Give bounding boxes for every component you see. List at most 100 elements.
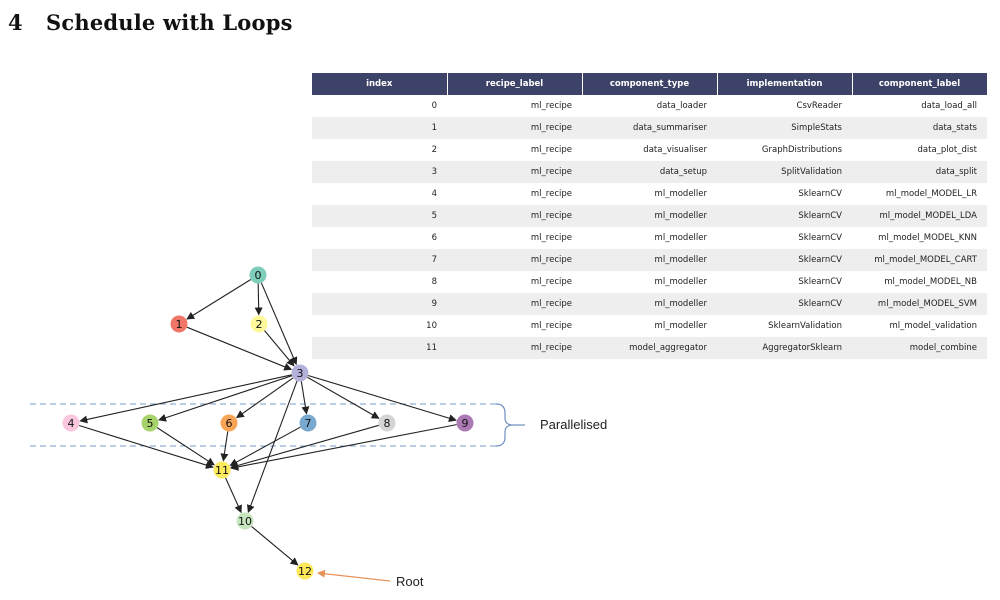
edge-5-to-11 (156, 427, 215, 466)
table-cell-recipe_label: ml_recipe (530, 101, 572, 111)
table-cell-implementation: SklearnCV (717, 205, 852, 227)
table-cell-implementation: SklearnCV (798, 189, 842, 199)
node-label: 6 (226, 417, 233, 430)
node-label: 9 (462, 417, 469, 430)
node-label: 8 (384, 417, 391, 430)
table-cell-recipe_label: ml_recipe (530, 233, 572, 243)
edge-0-to-1 (186, 279, 252, 320)
node-circle (378, 414, 396, 432)
table-cell-component_label: data_load_all (921, 101, 977, 111)
graph-node-2: 2 (250, 315, 268, 333)
table-cell-index: 1 (312, 117, 447, 139)
edge-0-to-2 (254, 283, 263, 316)
edge-9-to-11 (230, 424, 457, 471)
table-cell-index: 9 (312, 293, 447, 315)
table-cell-implementation: SklearnCV (717, 249, 852, 271)
table-cell-implementation: SplitValidation (717, 161, 852, 183)
node-label: 12 (298, 565, 312, 578)
graph-node-6: 6 (220, 414, 238, 432)
graph-node-3: 3 (291, 364, 309, 382)
table-cell-component_label: ml_model_MODEL_SVM (852, 293, 987, 315)
table-cell-recipe_label: ml_recipe (530, 321, 572, 331)
table-cell-recipe_label: ml_recipe (447, 249, 582, 271)
table-cell-index: 8 (431, 277, 437, 287)
table-cell-implementation: GraphDistributions (761, 145, 842, 155)
table-cell-component_type: ml_modeller (654, 321, 707, 331)
table-cell-index: 11 (312, 337, 447, 359)
table-cell-index: 5 (312, 205, 447, 227)
table-cell-index: 4 (431, 189, 437, 199)
graph-node-0: 0 (249, 266, 267, 284)
edge-3-to-8 (307, 376, 380, 419)
table-row: 6 ml_recipe ml_modeller SklearnCV ml_model_M… (312, 227, 987, 249)
graph-node-9: 9 (456, 414, 474, 432)
graph-node-11: 11 (213, 461, 231, 479)
table-cell-component_type: ml_modeller (654, 233, 707, 243)
node-circle (213, 461, 231, 479)
edge-0-to-3 (260, 282, 298, 366)
graph-node-10: 10 (236, 512, 254, 530)
table-cell-index: 7 (312, 249, 447, 271)
node-circle (299, 414, 317, 432)
table-cell-implementation: SimpleStats (717, 117, 852, 139)
table-cell-component_type: data_summariser (582, 117, 717, 139)
edge-3-to-9 (307, 374, 457, 423)
edge-4-to-11 (78, 425, 214, 469)
table-cell-component_label: ml_model_MODEL_KNN (878, 233, 977, 243)
edge-3-to-10 (246, 380, 298, 514)
table-cell-component_label: data_plot_dist (917, 145, 977, 155)
table-cell-index: 6 (431, 233, 437, 243)
node-label: 0 (255, 269, 262, 282)
table-cell-component_label: data_split (852, 161, 987, 183)
graph-node-7: 7 (299, 414, 317, 432)
column-header: implementation (717, 73, 853, 95)
section-title: Schedule with Loops (46, 10, 293, 35)
table-cell-index: 2 (431, 145, 437, 155)
edge-2-to-3 (264, 330, 295, 367)
node-circle (250, 315, 268, 333)
node-circle (236, 512, 254, 530)
table-cell-component_label: ml_model_MODEL_LDA (852, 205, 987, 227)
edge-10-to-12 (251, 526, 299, 566)
table-cell-component_label: ml_model_MODEL_LR (885, 189, 977, 199)
table-cell-index: 0 (431, 101, 437, 111)
graph-node-4: 4 (62, 414, 80, 432)
table-cell-component_label: ml_model_MODEL_CART (852, 249, 987, 271)
node-label: 3 (297, 367, 304, 380)
table-cell-component_label: ml_model_MODEL_NB (884, 277, 977, 287)
node-circle (141, 414, 159, 432)
table-cell-implementation: SklearnCV (798, 277, 842, 287)
node-circle (249, 266, 267, 284)
edge-1-to-3 (186, 326, 293, 371)
node-circle (62, 414, 80, 432)
column-header: index (312, 73, 448, 95)
node-circle (170, 315, 188, 333)
parallelised-label: Parallelised (540, 417, 607, 432)
table-cell-implementation: SklearnCV (798, 233, 842, 243)
table-cell-component_type: ml_modeller (654, 277, 707, 287)
table-cell-component_type: ml_modeller (582, 249, 717, 271)
graph-edges (78, 279, 457, 566)
table-cell-component_type: ml_modeller (582, 205, 717, 227)
parallel-brace (495, 403, 514, 447)
node-circle (296, 562, 314, 580)
root-label: Root (396, 574, 424, 589)
table-cell-component_label: model_combine (852, 337, 987, 359)
table-cell-component_label: data_stats (852, 117, 987, 139)
table-cell-recipe_label: ml_recipe (447, 205, 582, 227)
column-header: component_type (582, 73, 718, 95)
